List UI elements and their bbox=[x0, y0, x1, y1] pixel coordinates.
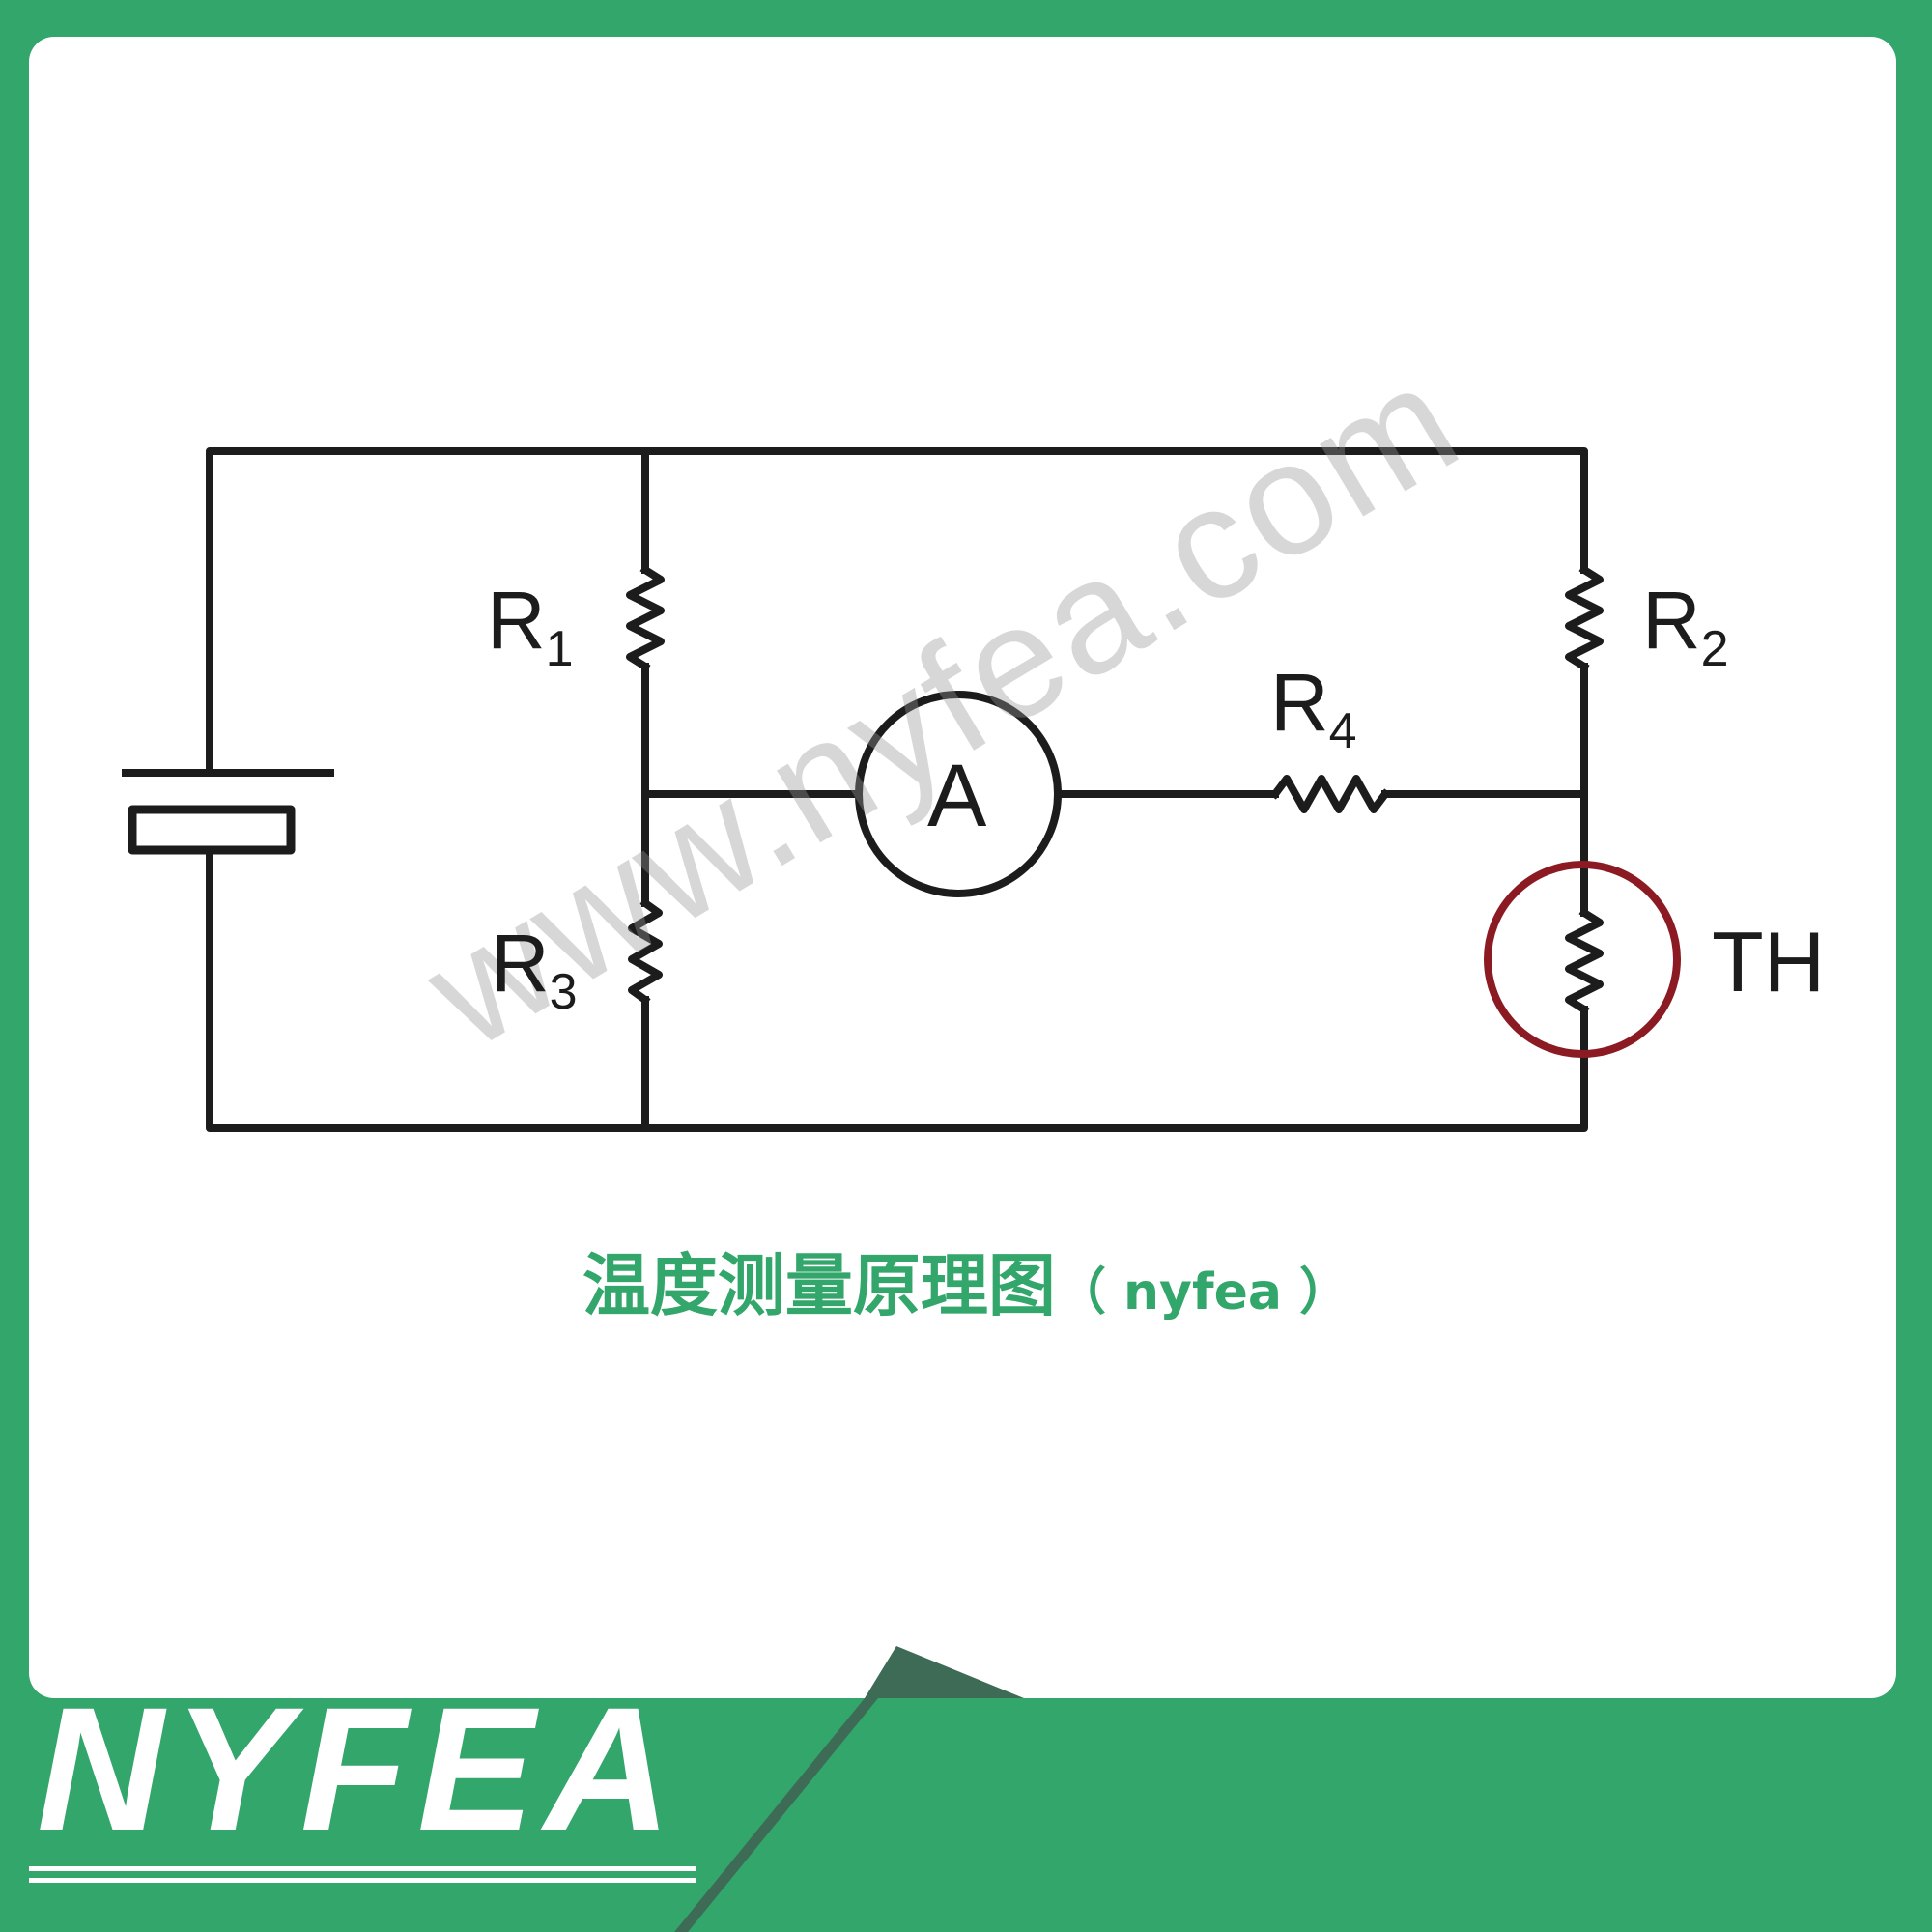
th-highlight-circle bbox=[1484, 861, 1681, 1058]
label-r1-sub: 1 bbox=[545, 621, 574, 677]
label-r2-sub: 2 bbox=[1700, 621, 1729, 677]
caption-brand-paren: （ nyfea ） bbox=[1055, 1264, 1350, 1321]
label-r1-main: R bbox=[487, 575, 546, 666]
caption-title: 温度测量原理图 bbox=[582, 1246, 1056, 1325]
resistor-r4 bbox=[1269, 775, 1391, 813]
ribbon-dark-diagonal bbox=[674, 1698, 878, 1932]
label-r3: R3 bbox=[491, 923, 578, 1017]
label-r2-main: R bbox=[1642, 575, 1701, 666]
resistor-r2 bbox=[1565, 564, 1604, 672]
diagram-caption: 温度测量原理图（ nyfea ） bbox=[0, 1232, 1932, 1329]
label-r3-main: R bbox=[491, 918, 550, 1009]
label-r4: R4 bbox=[1270, 662, 1357, 756]
label-r4-main: R bbox=[1270, 657, 1329, 748]
label-r2: R2 bbox=[1642, 580, 1729, 674]
wire-left-top bbox=[206, 447, 1588, 774]
thermistor-th bbox=[1565, 907, 1604, 1015]
wire-left-bottom bbox=[206, 848, 1588, 1132]
brand-logo: NYFEA bbox=[37, 1670, 681, 1867]
ammeter-label: A bbox=[927, 747, 987, 845]
ribbon-dark-fold bbox=[865, 1646, 1024, 1698]
brand-underline-top bbox=[29, 1866, 696, 1871]
label-r3-sub: 3 bbox=[549, 964, 578, 1020]
label-r1: R1 bbox=[487, 580, 574, 674]
resistor-r3 bbox=[628, 897, 663, 1006]
brand-underline-bottom bbox=[29, 1878, 696, 1883]
resistor-r1 bbox=[626, 564, 665, 672]
label-r4-sub: 4 bbox=[1328, 703, 1357, 759]
battery-plate-short bbox=[128, 805, 296, 855]
label-th: TH bbox=[1712, 914, 1826, 1009]
